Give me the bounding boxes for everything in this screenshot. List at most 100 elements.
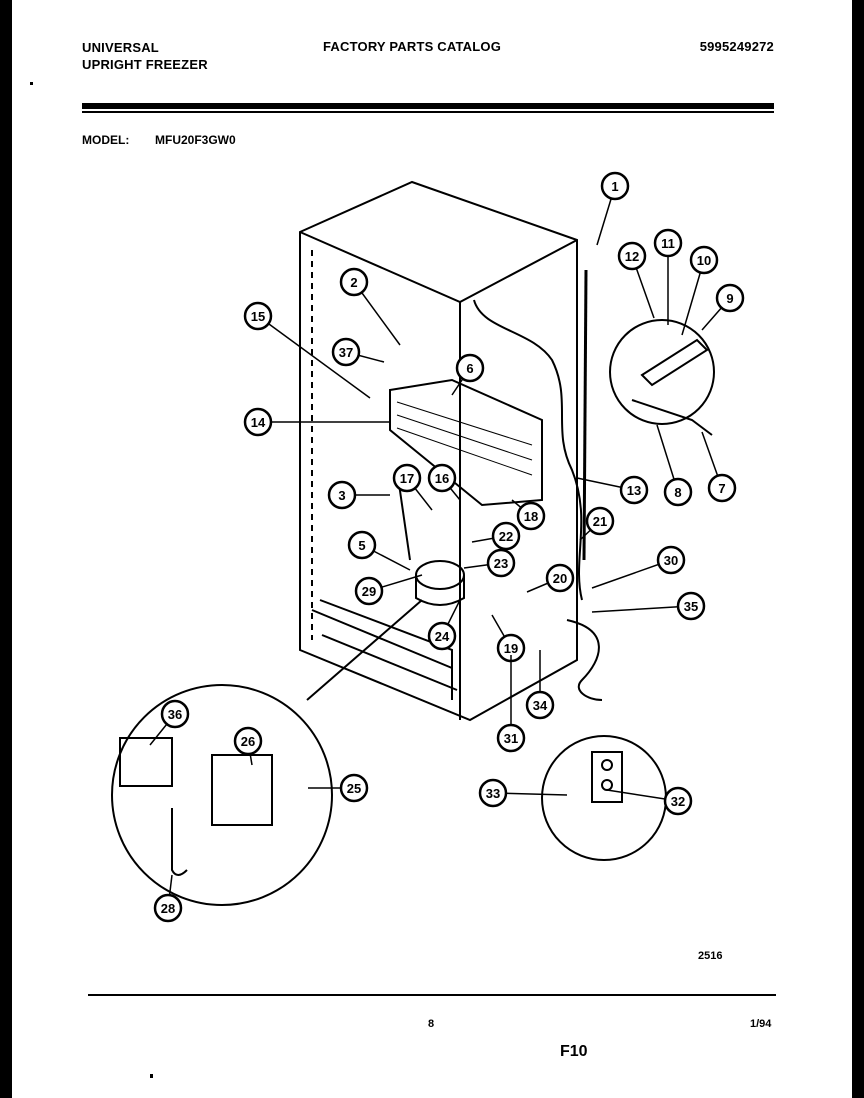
- callout-11: 11: [653, 228, 683, 325]
- callout-bubble: [496, 723, 526, 753]
- callout-bubble: [339, 267, 369, 297]
- callout-leader-line: [591, 605, 692, 613]
- callout-31: 31: [496, 655, 526, 753]
- callout-21: 21: [579, 506, 615, 541]
- callout-bubble: [331, 337, 361, 367]
- callout-12: 12: [617, 241, 655, 319]
- callout-number: 28: [161, 901, 175, 916]
- callout-bubble: [243, 407, 273, 437]
- drawing-number: 2516: [698, 950, 723, 962]
- callout-number: 16: [435, 471, 449, 486]
- callout-number: 29: [362, 584, 376, 599]
- callout-number: 31: [504, 731, 518, 746]
- callout-bubble: [545, 563, 575, 593]
- callout-bubble: [327, 480, 357, 510]
- callout-bubble: [715, 283, 745, 313]
- callout-bubble: [455, 353, 485, 383]
- callout-bubble: [525, 690, 555, 720]
- callout-5: 5: [347, 530, 411, 571]
- callout-32: 32: [606, 786, 693, 816]
- callout-number: 35: [684, 599, 698, 614]
- page-number: 8: [428, 1018, 435, 1030]
- callout-2: 2: [339, 267, 401, 346]
- brand-line-2: UPRIGHT FREEZER: [82, 57, 208, 72]
- callout-23: 23: [463, 548, 516, 578]
- callout-14: 14: [243, 407, 390, 437]
- callout-number: 30: [664, 553, 678, 568]
- callout-13: 13: [576, 475, 649, 505]
- callout-bubble: [233, 726, 263, 756]
- callout-number: 21: [593, 514, 607, 529]
- model-value: MFU20F3GW0: [155, 133, 236, 147]
- callout-bubble: [656, 545, 686, 575]
- callout-bubble: [153, 893, 183, 923]
- scan-speck: [150, 1074, 153, 1078]
- footer-rule: [88, 994, 776, 996]
- callout-bubble: [516, 501, 546, 531]
- callout-number: 33: [486, 786, 500, 801]
- cabinet-illustration: [111, 180, 715, 906]
- brand-line-1: UNIVERSAL: [82, 40, 159, 55]
- callout-bubble: [427, 621, 457, 651]
- callout-number: 6: [466, 361, 473, 376]
- callout-34: 34: [525, 650, 555, 720]
- callout-number: 3: [338, 488, 345, 503]
- figure-code: F10: [560, 1043, 588, 1060]
- callout-20: 20: [526, 563, 575, 593]
- callout-bubble: [486, 548, 516, 578]
- catalog-number: 5995249272: [699, 39, 774, 54]
- callout-10: 10: [681, 245, 719, 336]
- callout-8: 8: [656, 424, 693, 507]
- scan-speck: [30, 82, 33, 85]
- callout-bubble: [707, 473, 737, 503]
- callout-number: 1: [611, 179, 618, 194]
- callout-number: 24: [435, 629, 450, 644]
- callout-number: 26: [241, 734, 255, 749]
- callout-bubble: [653, 228, 683, 258]
- callout-25: 25: [308, 773, 369, 803]
- callout-number: 13: [627, 483, 641, 498]
- callout-bubble: [585, 506, 615, 536]
- callout-29: 29: [354, 574, 423, 606]
- callout-number: 11: [661, 236, 675, 251]
- callout-bubble: [392, 463, 422, 493]
- callout-number: 34: [533, 698, 548, 713]
- callout-number: 20: [553, 571, 567, 586]
- brand-block: UNIVERSAL UPRIGHT FREEZER: [82, 39, 208, 73]
- callout-16: 16: [427, 463, 461, 501]
- callout-number: 5: [358, 538, 365, 553]
- callout-36: 36: [149, 699, 190, 746]
- callout-bubble: [160, 699, 190, 729]
- callout-28: 28: [153, 874, 183, 923]
- callout-number: 7: [718, 481, 725, 496]
- exploded-parts-diagram: 1235678910111213141516171819202122232425…: [111, 171, 745, 923]
- callout-bubble: [617, 241, 647, 271]
- catalog-page: UNIVERSAL UPRIGHT FREEZER FACTORY PARTS …: [12, 0, 852, 1098]
- callout-group: 1235678910111213141516171819202122232425…: [149, 171, 745, 923]
- callout-number: 23: [494, 556, 508, 571]
- callout-bubble: [663, 786, 693, 816]
- callout-22: 22: [471, 521, 521, 551]
- callout-35: 35: [591, 591, 706, 621]
- callout-number: 14: [251, 415, 266, 430]
- model-label: MODEL:: [82, 133, 130, 147]
- callout-number: 17: [400, 471, 414, 486]
- header-rule-thin: [82, 111, 774, 113]
- callout-9: 9: [701, 283, 745, 331]
- callout-bubble: [619, 475, 649, 505]
- callout-15: 15: [243, 301, 371, 399]
- callout-1: 1: [596, 171, 630, 246]
- callout-number: 22: [499, 529, 513, 544]
- callout-number: 15: [251, 309, 265, 324]
- callout-bubble: [427, 463, 457, 493]
- callout-6: 6: [451, 353, 485, 396]
- callout-26: 26: [233, 726, 263, 766]
- callout-number: 9: [726, 291, 733, 306]
- callout-number: 10: [697, 253, 711, 268]
- catalog-title: FACTORY PARTS CATALOG: [323, 39, 502, 54]
- callout-bubble: [663, 477, 693, 507]
- callout-number: 18: [524, 509, 538, 524]
- callout-number: 36: [168, 707, 182, 722]
- callout-number: 12: [625, 249, 639, 264]
- callout-bubble: [243, 301, 273, 331]
